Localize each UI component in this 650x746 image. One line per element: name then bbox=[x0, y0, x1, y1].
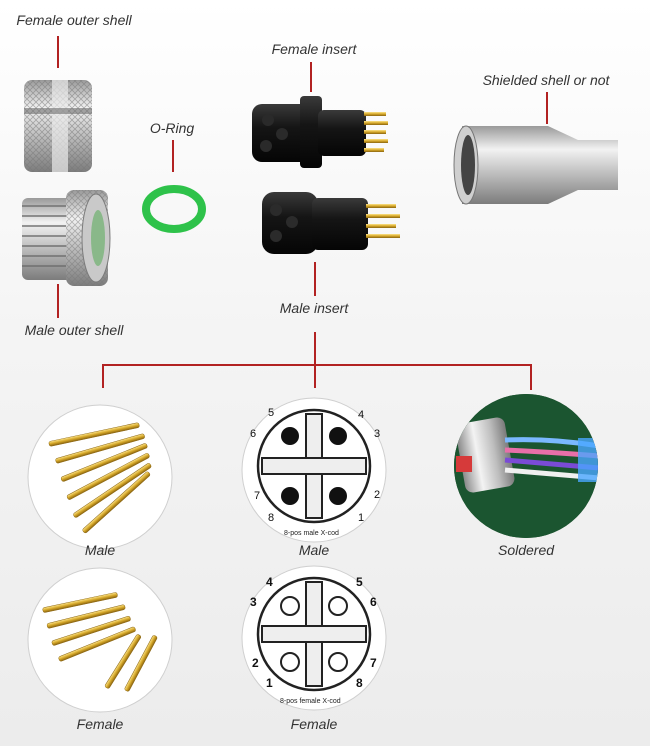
label-male-outer-shell: Male outer shell bbox=[24, 322, 124, 338]
male-pins-circle bbox=[27, 404, 173, 550]
male-pin-number: 7 bbox=[254, 490, 261, 502]
tree-trunk bbox=[314, 332, 316, 388]
female-pin-number: 8 bbox=[356, 676, 363, 690]
female-outer-shell-image bbox=[24, 80, 92, 172]
o-ring-image bbox=[142, 185, 206, 233]
tree-bar bbox=[102, 364, 532, 366]
label-female-pins: Female bbox=[76, 716, 124, 732]
label-female-face: Female bbox=[290, 716, 338, 732]
male-insert-image bbox=[262, 192, 400, 254]
female-face-diagram bbox=[256, 576, 372, 692]
male-pin-number: 1 bbox=[358, 512, 365, 524]
male-outer-shell-image bbox=[22, 190, 111, 286]
female-pin-number: 1 bbox=[266, 676, 273, 690]
female-pin-number: 2 bbox=[252, 656, 259, 670]
label-female-insert: Female insert bbox=[271, 41, 357, 57]
label-soldered: Soldered bbox=[497, 542, 555, 558]
male-pin-number: 3 bbox=[374, 428, 381, 440]
leader-shielded-shell bbox=[546, 92, 548, 124]
female-pin-number: 7 bbox=[370, 656, 377, 670]
female-insert-image bbox=[252, 96, 388, 168]
male-pin-number: 8 bbox=[268, 512, 275, 524]
female-face-caption: 8-pos female X-cod bbox=[280, 698, 341, 705]
tree-branch-left bbox=[102, 364, 104, 388]
label-o-ring: O-Ring bbox=[149, 120, 195, 136]
soldered-image bbox=[454, 394, 598, 538]
leader-female-outer-shell bbox=[57, 36, 59, 68]
leader-male-insert bbox=[314, 262, 316, 296]
male-pins-image bbox=[48, 422, 152, 534]
shielded-shell-image bbox=[453, 125, 618, 205]
male-pin-number: 5 bbox=[268, 407, 275, 419]
male-pin-number: 4 bbox=[358, 409, 365, 421]
leader-female-insert bbox=[310, 62, 312, 92]
leader-o-ring bbox=[172, 140, 174, 172]
female-pin-number: 4 bbox=[266, 575, 273, 589]
male-face-diagram bbox=[256, 408, 372, 524]
female-pin-number: 5 bbox=[356, 575, 363, 589]
female-pins-image bbox=[42, 592, 158, 692]
label-shielded-shell: Shielded shell or not bbox=[482, 72, 610, 88]
male-face-caption: 8-pos male X-cod bbox=[284, 530, 339, 537]
tree-branch-right bbox=[530, 364, 532, 390]
male-pin-number: 6 bbox=[250, 428, 257, 440]
leader-male-outer-shell bbox=[57, 284, 59, 318]
label-male-insert: Male insert bbox=[279, 300, 349, 316]
label-female-outer-shell: Female outer shell bbox=[16, 12, 132, 28]
female-pin-number: 6 bbox=[370, 595, 377, 609]
label-male-pins: Male bbox=[84, 542, 116, 558]
female-pin-number: 3 bbox=[250, 595, 257, 609]
label-male-face: Male bbox=[298, 542, 330, 558]
male-pin-number: 2 bbox=[374, 489, 381, 501]
